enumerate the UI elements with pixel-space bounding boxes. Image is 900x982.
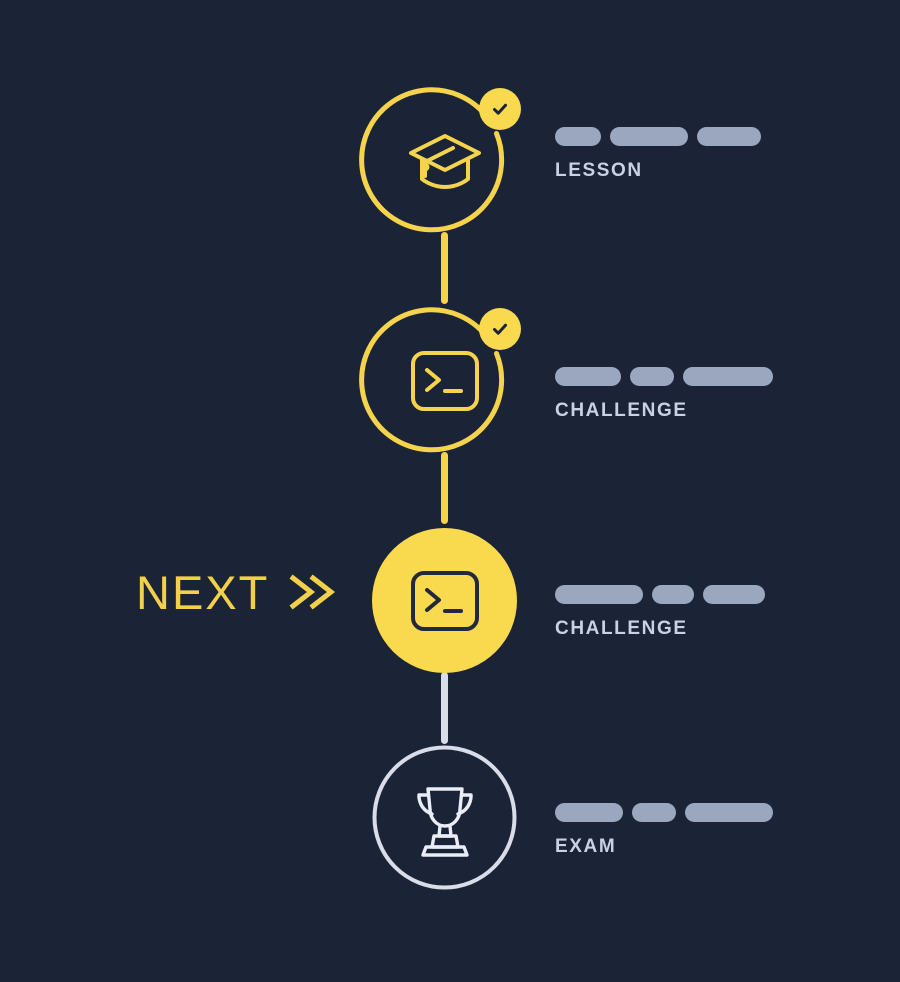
progress-ring-lesson <box>359 87 505 233</box>
check-icon <box>493 103 507 115</box>
placeholder-bar <box>685 802 773 822</box>
placeholder-bar <box>610 126 688 146</box>
placeholder-bars <box>555 366 773 386</box>
placeholder-bar <box>630 366 674 386</box>
step-info-challenge-1: CHALLENGE <box>555 366 773 422</box>
connector-lesson-to-challenge1 <box>441 232 448 304</box>
step-info-exam: EXAM <box>555 802 773 858</box>
connector-challenge2-to-exam <box>441 672 448 744</box>
trophy-icon <box>402 775 488 861</box>
step-type-label: EXAM <box>555 836 617 857</box>
step-node-challenge-2[interactable] <box>372 528 517 673</box>
step-type-label: CHALLENGE <box>555 400 688 421</box>
step-type-label: CHALLENGE <box>555 618 688 639</box>
next-label: NEXT <box>136 565 270 619</box>
terminal-icon <box>402 338 488 424</box>
placeholder-bars <box>555 126 761 146</box>
check-icon <box>493 323 507 335</box>
placeholder-bar <box>555 584 643 604</box>
placeholder-bar <box>555 802 623 822</box>
step-type-label: LESSON <box>555 160 643 181</box>
step-info-challenge-2: CHALLENGE <box>555 584 765 640</box>
step-node-challenge-1[interactable] <box>359 307 521 453</box>
placeholder-bars <box>555 584 765 604</box>
double-chevron-right-icon <box>283 568 341 616</box>
graduation-cap-icon <box>402 118 488 204</box>
progress-ring-exam <box>372 745 517 890</box>
completed-check-badge <box>479 308 521 350</box>
placeholder-bar <box>703 584 765 604</box>
placeholder-bar <box>697 126 761 146</box>
terminal-icon <box>402 558 488 644</box>
step-node-lesson[interactable] <box>359 87 521 233</box>
placeholder-bar <box>555 366 621 386</box>
connector-challenge1-to-challenge2 <box>441 452 448 524</box>
placeholder-bar <box>652 584 694 604</box>
placeholder-bar <box>632 802 676 822</box>
step-info-lesson: LESSON <box>555 126 761 182</box>
placeholder-bars <box>555 802 773 822</box>
next-marker: NEXT <box>136 568 341 616</box>
placeholder-bar <box>555 126 601 146</box>
progress-ring-challenge-1 <box>359 307 505 453</box>
placeholder-bar <box>683 366 773 386</box>
step-node-exam[interactable] <box>372 745 517 890</box>
completed-check-badge <box>479 88 521 130</box>
